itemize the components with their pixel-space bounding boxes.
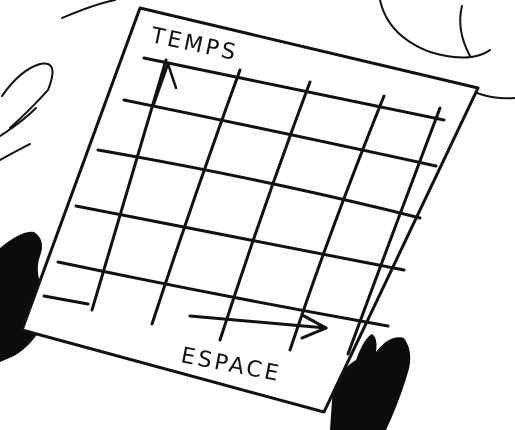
sketch-canvas: TEMPS ESPACE: [0, 0, 515, 430]
